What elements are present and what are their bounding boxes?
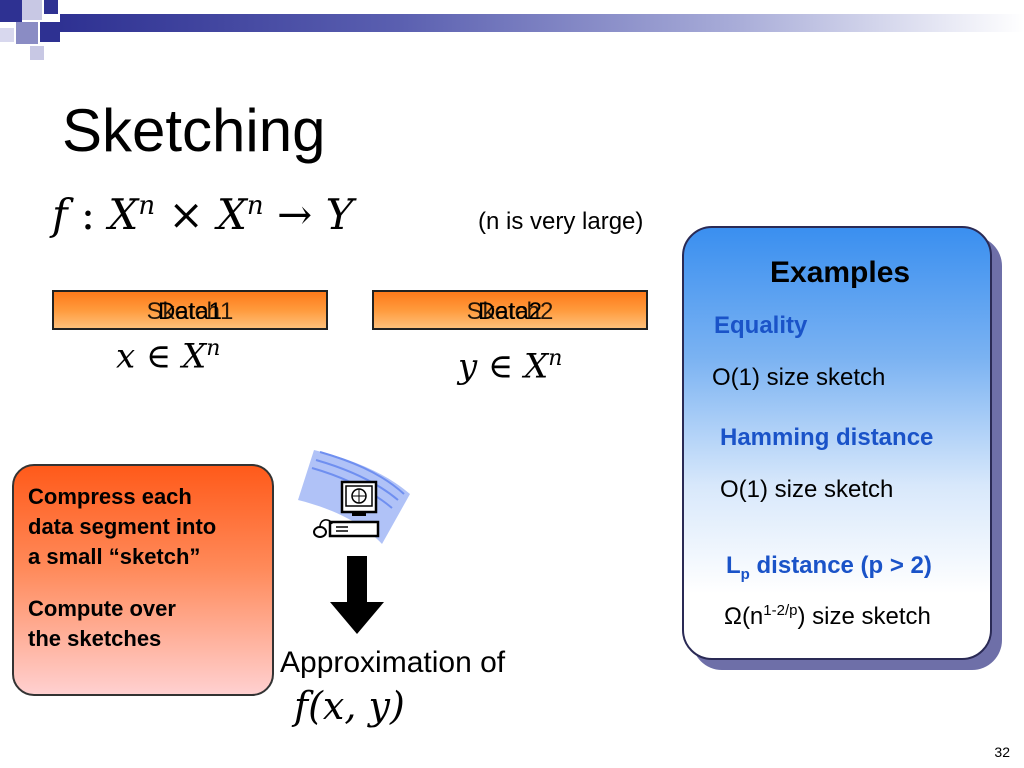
header-bar	[60, 14, 1024, 32]
y-membership: y ∈ Xn	[458, 346, 563, 387]
computer-icon	[286, 448, 414, 553]
panel-line-4: Compute over	[28, 596, 176, 621]
x-membership: x ∈ Xn	[116, 336, 221, 377]
panel-line-2: data segment into	[28, 514, 217, 539]
formula-Y: Y	[325, 190, 354, 239]
lp-heading: Lp distance (p > 2)	[726, 552, 932, 583]
formula-colon: :	[80, 190, 96, 239]
compress-panel: Compress each data segment into a small …	[12, 464, 274, 696]
approximation-label: Approximation of	[280, 646, 506, 679]
formula-times: ×	[168, 190, 204, 239]
note-text: (n is very large)	[478, 208, 644, 235]
formula-n2: n	[246, 191, 264, 221]
header-square-4	[16, 22, 38, 44]
examples-title: Examples	[770, 256, 911, 289]
formula-n1: n	[138, 191, 156, 221]
arrow-down-icon	[330, 556, 384, 641]
approximation-formula: f(x, y)	[294, 684, 405, 728]
panel-line-3: a small “sketch”	[28, 544, 201, 569]
data2-label: Data2	[477, 298, 543, 325]
header-square-2	[22, 0, 42, 20]
header-square-5	[40, 22, 60, 42]
data1-box: Data1 Sketch1	[52, 290, 328, 330]
lp-body: Ω(n1-2/p) size sketch	[724, 602, 931, 630]
equality-body: O(1) size sketch	[712, 364, 886, 391]
panel-line-5: the sketches	[28, 626, 162, 651]
equality-heading: Equality	[714, 312, 808, 339]
data2-box: Data2 Sketch2	[372, 290, 648, 330]
sketch2-label: Sketch2	[466, 298, 554, 325]
function-formula: f : Xn × Xn → Y	[52, 190, 353, 239]
formula-X2: X	[217, 190, 247, 239]
examples-panel	[682, 226, 992, 660]
hamming-heading: Hamming distance	[720, 424, 934, 451]
sketch1-label: Sketch1	[146, 298, 234, 325]
header-square-3	[44, 0, 58, 14]
panel-line-1: Compress each	[28, 484, 192, 509]
hamming-body: O(1) size sketch	[720, 476, 894, 503]
formula-f: f	[52, 190, 68, 239]
header-square-1	[0, 0, 22, 22]
header-square-6	[0, 28, 14, 42]
approx-args: (x, y)	[308, 684, 405, 728]
slide-title: Sketching	[62, 97, 326, 164]
data1-label: Data1	[157, 298, 223, 325]
header-square-7	[30, 46, 44, 60]
formula-X1: X	[108, 190, 139, 239]
page-number: 32	[994, 744, 1010, 760]
formula-arrow: →	[277, 190, 313, 239]
approx-f: f	[294, 684, 309, 728]
